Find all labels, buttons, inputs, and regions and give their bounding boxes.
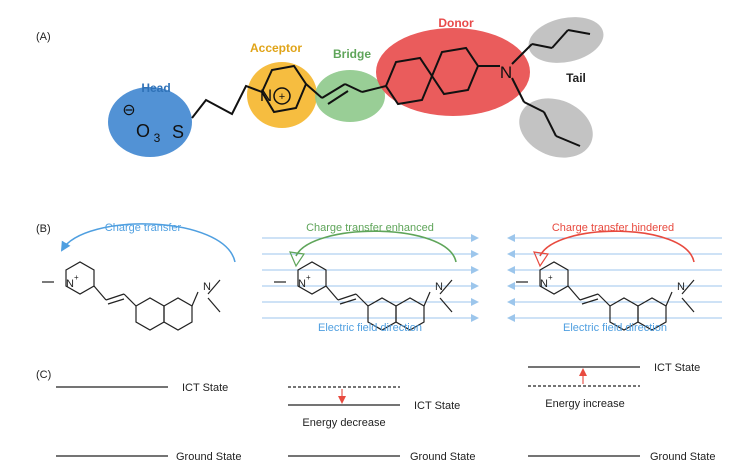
- sulfonate-o: O: [136, 121, 150, 141]
- molecule-3-amine-n: N: [677, 281, 685, 293]
- molecule-1: Charge transfer N + N: [41, 222, 236, 331]
- sulfonate-subscript: 3: [154, 131, 161, 145]
- donor-label: Donor: [438, 16, 474, 30]
- col1-ict-label: ICT State: [182, 382, 228, 394]
- col3-ground-label: Ground State: [650, 451, 715, 463]
- hindered-arrow: [539, 230, 695, 263]
- pyridinium-charge-circle: [273, 87, 291, 105]
- bridge-region: [315, 70, 385, 122]
- molecule-3: Charge transfer hindered N + N Electric …: [507, 222, 722, 334]
- tail-label: Tail: [566, 71, 586, 85]
- molecule-1-pyridinium-n: N: [66, 278, 74, 290]
- panel-b-label: (B): [36, 223, 51, 235]
- molecule-2-pyridinium-n: N: [298, 278, 306, 290]
- col1-ground-label: Ground State: [176, 451, 241, 463]
- sulfonate-minus: ⊖: [122, 102, 135, 119]
- col3-ict-label: ICT State: [654, 362, 700, 374]
- sulfonate-s: S: [172, 122, 184, 142]
- field-lines-2: [262, 234, 479, 322]
- molecule-3-plus: +: [548, 273, 553, 282]
- molecule-3-caption: Charge transfer hindered: [552, 222, 674, 234]
- molecule-1-caption: Charge transfer: [105, 222, 182, 234]
- molecule-2-caption: Charge transfer enhanced: [306, 222, 434, 234]
- amine-n: N: [500, 63, 512, 82]
- molecule-2-plus: +: [306, 273, 311, 282]
- field-direction-label-2: Electric field direction: [318, 322, 422, 334]
- acceptor-region: [247, 62, 317, 128]
- field-lines-3: [507, 234, 722, 322]
- molecule-1-amine-n: N: [203, 281, 211, 293]
- head-label: Head: [141, 81, 170, 95]
- molecule-2: Charge transfer enhanced N + N Electric …: [262, 222, 479, 334]
- enhanced-arrowhead: [289, 251, 306, 268]
- head-region: [108, 87, 192, 157]
- panel-a-label: (A): [36, 31, 51, 43]
- molecule-3-pyridinium-n: N: [540, 278, 548, 290]
- hindered-arrowhead: [533, 251, 550, 268]
- enhanced-arrow: [295, 230, 457, 263]
- donor-region: [376, 28, 530, 116]
- field-direction-label-3: Electric field direction: [563, 322, 667, 334]
- col2-ict-label: ICT State: [414, 400, 460, 412]
- molecule-2-amine-n: N: [435, 281, 443, 293]
- pyridinium-n: N: [260, 86, 272, 105]
- col2-energy-note: Energy decrease: [302, 417, 385, 429]
- panel-c-label: (C): [36, 369, 51, 381]
- col2-ground-label: Ground State: [410, 451, 475, 463]
- charge-transfer-arrow: [60, 223, 236, 263]
- tail-region-upper: [528, 17, 604, 63]
- acceptor-label: Acceptor: [250, 41, 302, 55]
- pyridinium-plus: +: [279, 91, 285, 103]
- col3-energy-note: Energy increase: [545, 398, 625, 410]
- dye-skeleton: [191, 29, 591, 147]
- molecule-1-plus: +: [74, 273, 79, 282]
- bridge-label: Bridge: [333, 47, 371, 61]
